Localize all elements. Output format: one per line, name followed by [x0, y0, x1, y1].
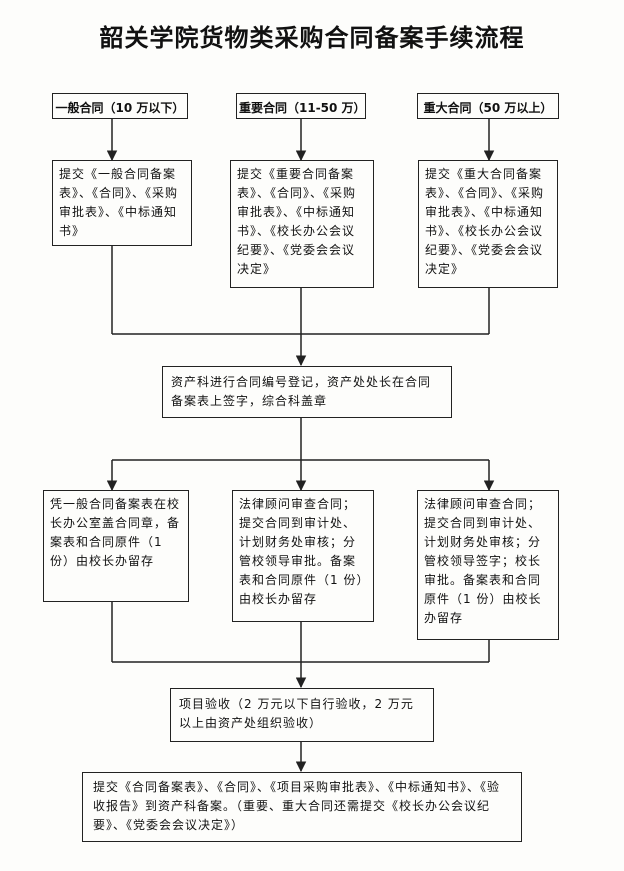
final-box: 提交《合同备案表》、《合同》、《项目采购审批表》、《中标通知书》、《验收报告》到…	[82, 772, 522, 842]
approval-box-important: 法律顾问审查合同；提交合同到审计处、计划财务处审核；分管校领导审批。备案表和合同…	[232, 490, 374, 622]
page-title: 韶关学院货物类采购合同备案手续流程	[99, 24, 525, 52]
register-box: 资产科进行合同编号登记，资产处处长在合同备案表上签字，综合科盖章	[162, 366, 452, 418]
tier-head-major: 重大合同（50 万以上）	[417, 93, 559, 119]
approval-box-major: 法律顾问审查合同；提交合同到审计处、计划财务处审核；分管校领导签字；校长审批。备…	[417, 490, 559, 640]
submit-box-important: 提交《重要合同备案表》、《合同》、《采购审批表》、《中标通知书》、《校长办公会议…	[230, 160, 374, 288]
approval-box-general: 凭一般合同备案表在校长办公室盖合同章，备案表和合同原件（1 份）由校长办留存	[43, 490, 189, 602]
submit-box-major: 提交《重大合同备案表》、《合同》、《采购审批表》、《中标通知书》、《校长办公会议…	[418, 160, 558, 288]
tier-head-general: 一般合同（10 万以下）	[52, 93, 188, 119]
tier-head-important: 重要合同（11-50 万）	[236, 93, 366, 119]
submit-box-general: 提交《一般合同备案表》、《合同》、《采购审批表》、《中标通知书》	[52, 160, 192, 246]
acceptance-box: 项目验收（2 万元以下自行验收，2 万元以上由资产处组织验收）	[170, 688, 434, 742]
